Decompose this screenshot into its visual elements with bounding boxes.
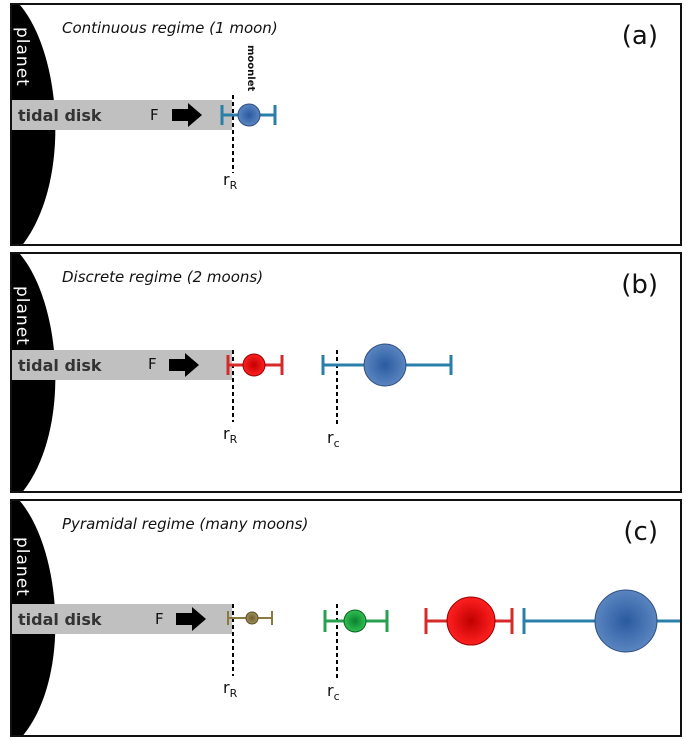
force-label: F: [155, 610, 164, 628]
panel-a-graphic: [12, 5, 277, 244]
r-subscript: R: [229, 433, 238, 447]
panel-b-graphic: [12, 254, 453, 491]
moon-1-circle: [245, 611, 259, 625]
r-symbol: r: [223, 678, 230, 697]
moonlet-label: moonlet: [245, 45, 256, 92]
force-label: F: [150, 106, 159, 124]
force-arrow-icon: [172, 103, 202, 127]
critical-radius-label: rc: [327, 428, 340, 450]
planet-label: planet: [12, 286, 32, 346]
panel-c-graphic: [12, 501, 680, 735]
critical-radius-label: rc: [327, 681, 340, 703]
moon-2-circle: [343, 609, 367, 633]
moon-2-circle: [363, 343, 407, 387]
tidal-disk-label: tidal disk: [18, 610, 102, 629]
panel-a: Continuous regime (1 moon) (a) planet ti…: [10, 3, 682, 246]
moon-1-circle: [242, 353, 266, 377]
r-symbol: r: [327, 681, 334, 700]
panel-title: Pyramidal regime (many moons): [62, 515, 309, 533]
panel-title: Discrete regime (2 moons): [62, 268, 264, 286]
planet-label: planet: [12, 537, 32, 597]
r-symbol: r: [223, 170, 230, 189]
planet-label: planet: [12, 27, 32, 87]
r-subscript: R: [229, 179, 238, 193]
force-label: F: [148, 355, 157, 373]
moon-3-circle: [446, 596, 496, 646]
tidal-disk-label: tidal disk: [18, 356, 102, 375]
panel-title: Continuous regime (1 moon): [62, 19, 278, 37]
r-subscript: c: [333, 690, 340, 704]
roche-radius-label: rR: [223, 678, 237, 700]
panel-tag: (b): [621, 270, 658, 300]
panel-c: Pyramidal regime (many moons) (c) planet…: [10, 499, 682, 737]
roche-radius-label: rR: [223, 170, 237, 192]
tidal-disk-label: tidal disk: [18, 106, 102, 125]
force-arrow-icon: [176, 607, 206, 631]
panel-tag: (c): [623, 517, 658, 547]
panel-b: Discrete regime (2 moons) (b) planet tid…: [10, 252, 682, 493]
roche-radius-label: rR: [223, 424, 237, 446]
force-arrow-icon: [169, 353, 199, 377]
moonlet-circle: [237, 103, 261, 127]
r-symbol: r: [327, 428, 334, 447]
panel-tag: (a): [621, 21, 658, 51]
moon-4-circle: [594, 589, 658, 653]
r-symbol: r: [223, 424, 230, 443]
r-subscript: R: [229, 687, 238, 701]
r-subscript: c: [333, 437, 340, 451]
